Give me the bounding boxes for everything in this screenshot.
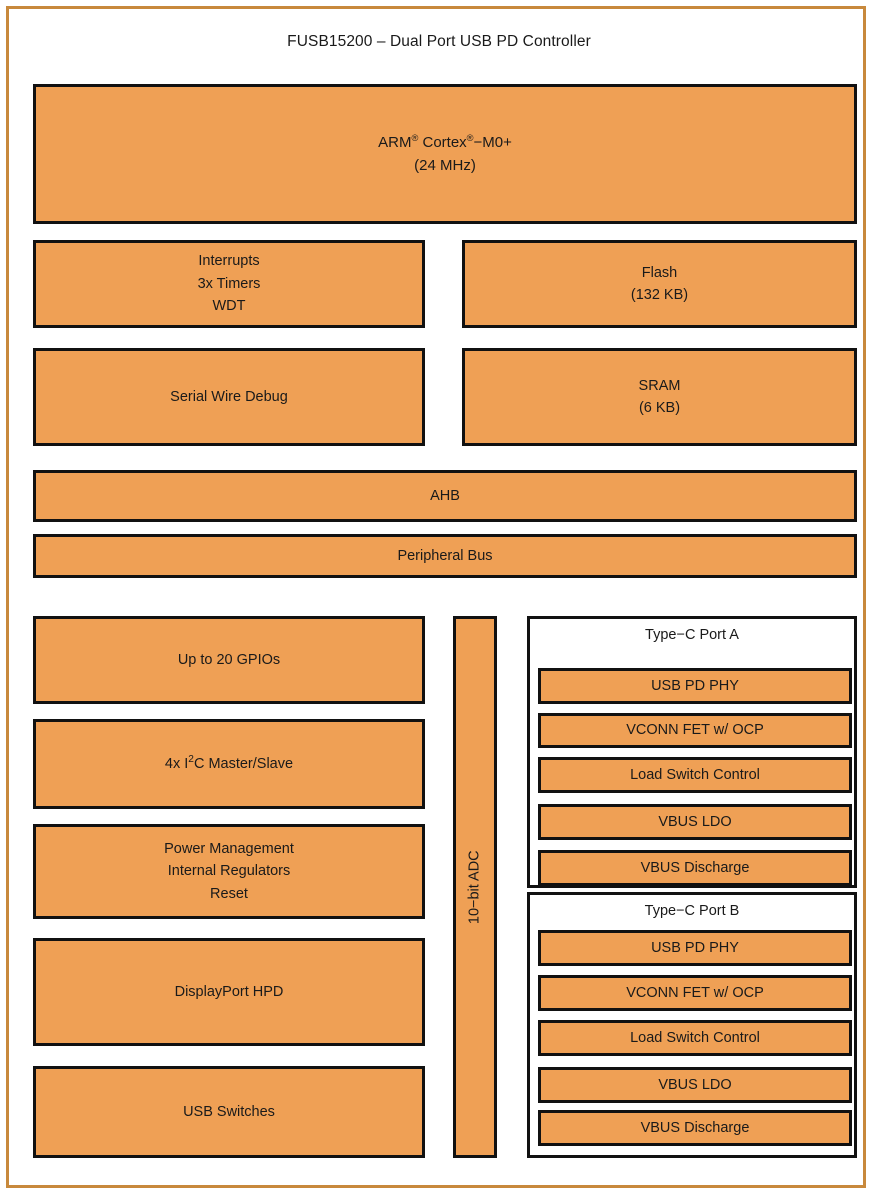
block-label: VCONN FET w/ OCP: [626, 984, 764, 1001]
container-type-c-port-b: Type−C Port B USB PD PHY VCONN FET w/ OC…: [527, 892, 857, 1158]
block-label: USB PD PHY: [651, 677, 739, 694]
block-label: Interrupts 3x Timers WDT: [197, 253, 261, 315]
block-10bit-adc: 10−bit ADC: [453, 616, 497, 1158]
block-usb-pd-phy-b: USB PD PHY: [538, 930, 852, 966]
block-label: Serial Wire Debug: [170, 388, 288, 405]
block-gpios: Up to 20 GPIOs: [33, 616, 425, 704]
block-interrupts-timers-wdt: Interrupts 3x Timers WDT: [33, 240, 425, 328]
registered-icon: ®: [466, 132, 474, 143]
core-line1-suffix: −M0+: [473, 133, 512, 151]
block-label: VBUS LDO: [658, 813, 732, 830]
block-label: VBUS LDO: [658, 1076, 732, 1093]
block-vbus-ldo-a: VBUS LDO: [538, 804, 852, 840]
block-label: VCONN FET w/ OCP: [626, 722, 764, 739]
block-vbus-discharge-b: VBUS Discharge: [538, 1110, 852, 1146]
core-line1-mid: Cortex: [418, 133, 467, 151]
port-a-title: Type−C Port A: [645, 627, 739, 643]
block-label: Power Management Internal Regulators Res…: [164, 840, 294, 902]
block-i2c-master-slave: 4x I2C Master/Slave: [33, 719, 425, 809]
block-usb-switches: USB Switches: [33, 1066, 425, 1158]
block-vbus-discharge-a: VBUS Discharge: [538, 850, 852, 886]
block-label: Flash (132 KB): [630, 264, 689, 303]
core-line2: (24 MHz): [414, 157, 476, 174]
block-load-switch-control-a: Load Switch Control: [538, 757, 852, 793]
block-vconn-fet-ocp-a: VCONN FET w/ OCP: [538, 713, 852, 748]
diagram-title: FUSB15200 – Dual Port USB PD Controller: [287, 33, 591, 50]
block-label: USB PD PHY: [651, 939, 739, 956]
block-sram: SRAM (6 KB): [462, 348, 857, 446]
block-load-switch-control-b: Load Switch Control: [538, 1020, 852, 1056]
block-usb-pd-phy-a: USB PD PHY: [538, 668, 852, 704]
block-label: Load Switch Control: [630, 766, 760, 783]
block-label: 4x I2C Master/Slave: [165, 753, 293, 775]
block-label: VBUS Discharge: [640, 1119, 750, 1136]
i2c-superscript-2: 2: [188, 753, 194, 765]
i2c-label-prefix: 4x I: [164, 755, 189, 772]
block-label: DisplayPort HPD: [174, 983, 284, 1000]
block-ahb-bus: AHB: [33, 470, 857, 522]
block-label: Load Switch Control: [630, 1029, 760, 1046]
registered-icon: ®: [411, 132, 419, 143]
port-b-title: Type−C Port B: [644, 903, 740, 919]
block-label: VBUS Discharge: [640, 859, 750, 876]
block-peripheral-bus: Peripheral Bus: [33, 534, 857, 578]
block-displayport-hpd: DisplayPort HPD: [33, 938, 425, 1046]
core-line1-prefix: ARM: [378, 133, 412, 151]
block-power-management: Power Management Internal Regulators Res…: [33, 824, 425, 919]
block-vbus-ldo-b: VBUS LDO: [538, 1067, 852, 1103]
block-label: AHB: [430, 487, 460, 504]
i2c-label-suffix: C Master/Slave: [193, 755, 294, 772]
block-serial-wire-debug: Serial Wire Debug: [33, 348, 425, 446]
block-label: ARM® Cortex®−M0+(24 MHz): [378, 131, 512, 178]
block-flash: Flash (132 KB): [462, 240, 857, 328]
block-label: 10−bit ADC: [466, 850, 483, 924]
block-arm-cortex-m0plus: ARM® Cortex®−M0+(24 MHz): [33, 84, 857, 224]
block-label: SRAM (6 KB): [638, 377, 681, 416]
block-label: USB Switches: [183, 1103, 275, 1120]
block-label: Up to 20 GPIOs: [177, 651, 281, 668]
block-label: Peripheral Bus: [397, 547, 493, 564]
container-type-c-port-a: Type−C Port A USB PD PHY VCONN FET w/ OC…: [527, 616, 857, 888]
block-vconn-fet-ocp-b: VCONN FET w/ OCP: [538, 975, 852, 1011]
